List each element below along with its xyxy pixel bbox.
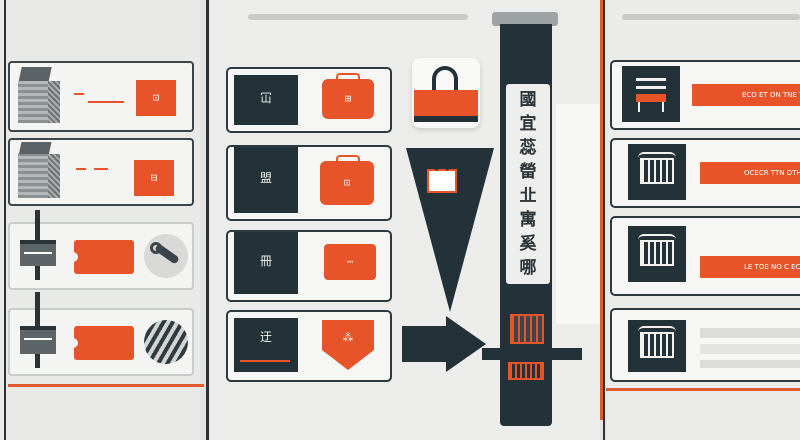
document-icon: ⊡ <box>136 80 176 116</box>
banner-char: 寓 <box>519 210 537 230</box>
mid-card[interactable]: 盟 ⊡ <box>226 145 392 221</box>
output-icon <box>508 362 544 380</box>
divider-line-accent <box>600 0 603 420</box>
label-underline <box>240 360 290 362</box>
right-card-bar: OCECR TTN OTHEO ATE <box>700 162 800 184</box>
stool-icon <box>622 66 680 122</box>
document-icon: ⊟ <box>134 160 174 196</box>
shield-icon: ⁂ <box>322 320 374 370</box>
banner-char: 蕊 <box>519 138 537 158</box>
divider-line <box>603 0 605 440</box>
baseline-accent <box>606 388 800 391</box>
banner-char: 宜 <box>519 114 537 134</box>
banner-char: 奚 <box>519 234 537 254</box>
shelf-bar <box>482 348 582 360</box>
right-card-bar: LE TOE NO C ECO ON AH <box>700 256 800 278</box>
signpost-icon <box>18 210 58 286</box>
mid-card[interactable]: 冊 ⋯ <box>226 230 392 302</box>
mid-card-label: 冚 <box>234 75 298 125</box>
center-column-banner: 國 宜 蕊 㽦 㐀 寓 奚 哪 <box>506 84 550 284</box>
ticket-notch <box>72 252 78 262</box>
ticket-notch <box>72 338 78 348</box>
app-tile[interactable] <box>412 58 480 128</box>
signpost-icon <box>18 292 58 372</box>
left-card[interactable] <box>8 210 194 290</box>
server-rack-icon <box>16 67 60 123</box>
package-handle <box>336 155 360 163</box>
ticket-icon <box>74 240 134 274</box>
shell-icon <box>144 320 188 364</box>
right-card[interactable] <box>610 308 800 382</box>
connector-dash <box>94 168 108 170</box>
banner-char: 㐀 <box>519 186 537 206</box>
right-card-bar: ECO ET ON TNE TC ATO <box>692 84 800 106</box>
banner-char: 㽦 <box>519 162 537 182</box>
right-card[interactable]: ECO ET ON TNE TC ATO <box>610 60 800 130</box>
right-card[interactable]: LE TOE NO C ECO ON AH <box>610 216 800 296</box>
server-rack-icon <box>16 142 60 200</box>
connector-dash <box>88 101 124 103</box>
left-card[interactable]: ⊟ <box>8 138 194 206</box>
right-card-bar <box>700 344 800 354</box>
banner-char: 國 <box>519 90 537 110</box>
divider-line <box>206 0 209 440</box>
building-icon <box>628 226 686 282</box>
banner-char: 哪 <box>519 258 537 278</box>
right-card-bar <box>700 360 800 368</box>
right-card[interactable]: OCECR TTN OTHEO ATE <box>610 138 800 208</box>
left-card[interactable] <box>8 292 194 376</box>
mid-card-label: 迂 <box>234 318 298 372</box>
mid-card[interactable]: 迂 ⁂ <box>226 310 392 382</box>
mid-card-label: 冊 <box>234 232 298 294</box>
connector-dash <box>76 168 86 170</box>
mid-card-label: 盟 <box>234 147 298 213</box>
center-column-cap <box>492 12 558 26</box>
chip-icon <box>510 314 544 344</box>
package-icon: ⊡ <box>320 161 374 205</box>
package-icon: ⊞ <box>322 79 374 119</box>
ticket-icon <box>74 326 134 360</box>
baseline-accent <box>8 384 204 387</box>
building-icon <box>628 144 686 200</box>
divider-line <box>4 0 6 440</box>
package-handle <box>336 73 360 81</box>
connector-dash <box>74 93 84 95</box>
top-rail-right <box>622 14 800 20</box>
app-tile-bar <box>414 90 478 116</box>
right-card-bar <box>700 328 800 338</box>
top-rail-middle <box>248 14 468 20</box>
mid-card[interactable]: 冚 ⊞ <box>226 67 392 133</box>
person-icon <box>432 66 458 92</box>
app-tile-base <box>414 116 478 122</box>
left-card[interactable]: ⊡ <box>8 61 194 132</box>
backdrop-panel <box>556 104 600 324</box>
building-icon <box>628 320 686 372</box>
wrench-icon <box>144 234 188 278</box>
tag-icon: ⋯ <box>324 244 376 280</box>
funnel-arrow <box>402 148 494 372</box>
